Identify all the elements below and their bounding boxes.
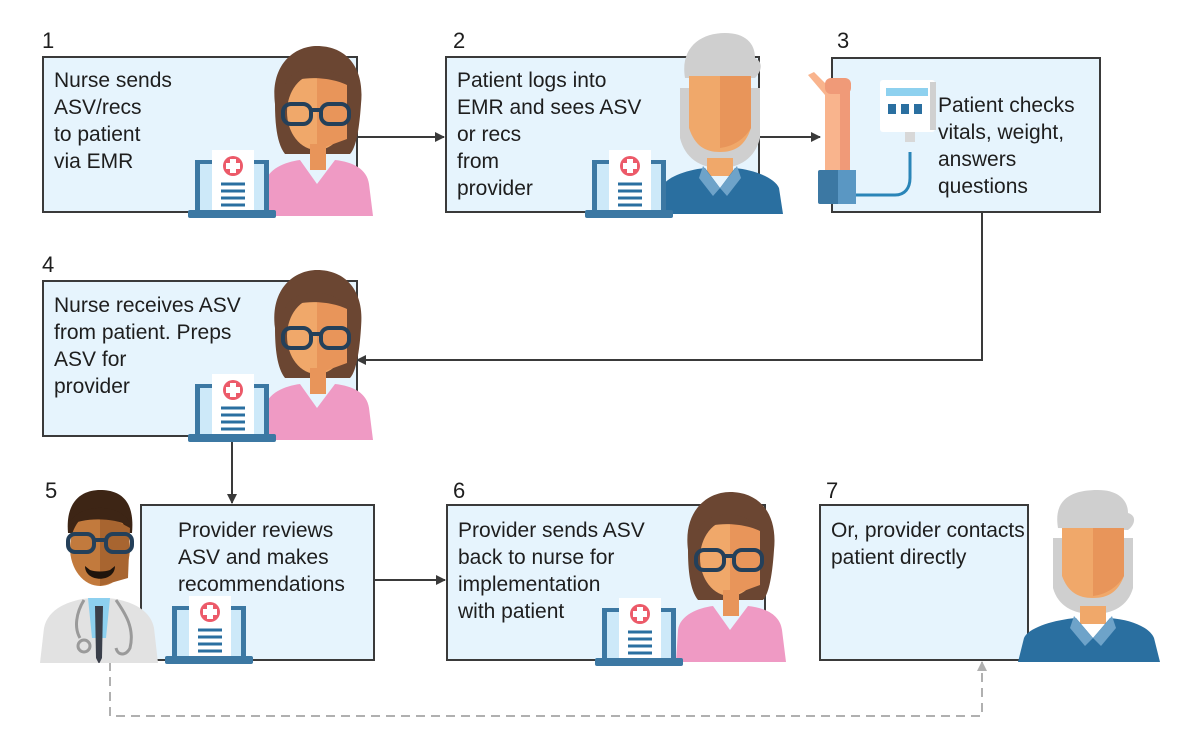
glasses-icon (66, 532, 134, 554)
laptop-record-icon-6 (595, 598, 683, 666)
step-number-5: 5 (45, 478, 58, 503)
step-text-3: Patient checks vitals, weight, answers q… (938, 94, 1075, 198)
step-number-2: 2 (453, 28, 466, 53)
step-box-7 (819, 504, 1029, 661)
step-box-3 (831, 57, 1101, 213)
step-number-4: 4 (42, 252, 55, 277)
step-number-3: 3 (837, 28, 850, 53)
step-text-5: Provider reviews ASV and makes recommend… (178, 519, 345, 596)
step-text-2: Patient logs into EMR and sees ASV or re… (457, 69, 642, 200)
nurse-figure-6 (676, 492, 786, 662)
step-text-6: Provider sends ASV back to nurse for imp… (458, 519, 645, 623)
glasses-icon (694, 548, 764, 572)
step-number-6: 6 (453, 478, 466, 503)
doctor-figure-5 (40, 490, 158, 663)
nurse-scrubs (263, 160, 373, 216)
glasses-icon (281, 326, 351, 350)
laptop-record-icon-4 (188, 374, 276, 442)
arm-with-bp-monitor-icon (808, 72, 936, 204)
patient-figure-7 (1018, 490, 1160, 662)
nurse-figure-1 (263, 46, 373, 216)
dashed-arrow-5-to-7 (109, 661, 987, 717)
arrow-3-to-4 (356, 211, 983, 365)
laptop-record-icon-1 (188, 150, 276, 218)
laptop-record-icon-2 (585, 150, 673, 218)
step-text-7: Or, provider contacts patient directly (831, 519, 1025, 569)
nurse-figure-4 (263, 270, 373, 440)
laptop-record-icon-5 (165, 596, 253, 664)
glasses-icon (281, 102, 351, 126)
step-number-7: 7 (826, 478, 839, 503)
step-text-1: Nurse sends ASV/recs to patient via EMR (54, 69, 172, 173)
patient-figure-2 (657, 33, 783, 214)
step-text-4: Nurse receives ASV from patient. Preps A… (54, 294, 241, 398)
stethoscope-icon (75, 599, 133, 656)
step-number-1: 1 (42, 28, 55, 53)
